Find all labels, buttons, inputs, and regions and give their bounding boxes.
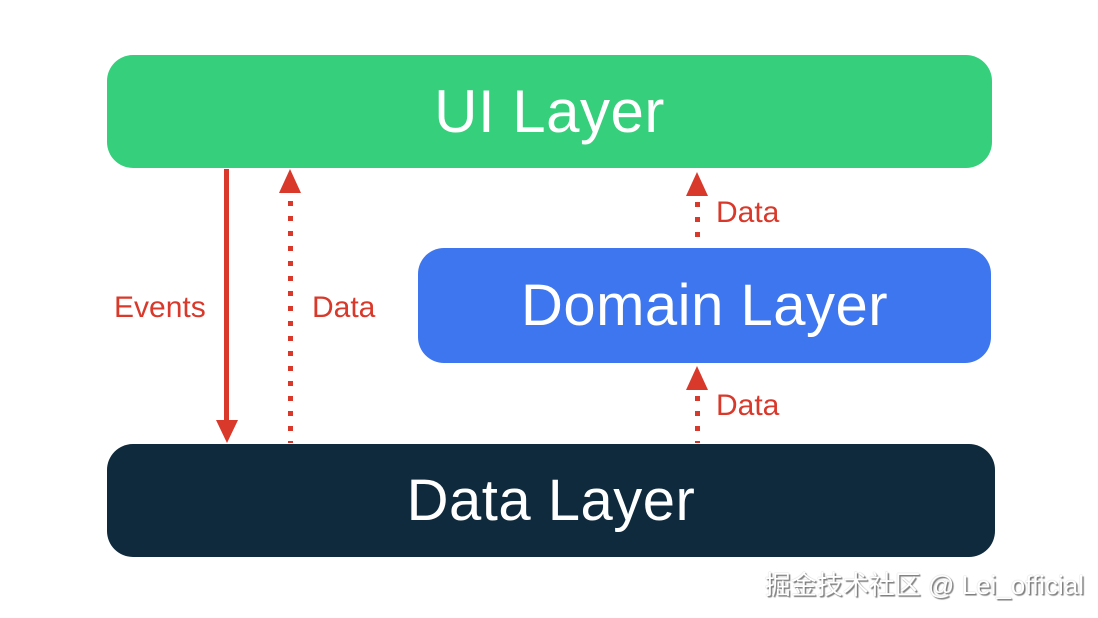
events-arrow-label: Events xyxy=(114,291,206,324)
events-arrow-line xyxy=(224,169,229,422)
arrowhead-up-icon xyxy=(279,169,301,193)
data-layer-box: Data Layer xyxy=(107,444,995,557)
data-arrow-line xyxy=(695,202,700,247)
domain-layer-box: Domain Layer xyxy=(418,248,991,363)
data-arrow-label: Data xyxy=(312,291,376,324)
arrowhead-up-icon xyxy=(686,172,708,196)
arrowhead-up-icon xyxy=(686,366,708,390)
data-arrow-label: Data xyxy=(716,389,780,422)
ui-layer-box: UI Layer xyxy=(107,55,992,168)
data-arrow-line xyxy=(695,396,700,443)
data-layer-label: Data Layer xyxy=(406,468,696,533)
ui-layer-label: UI Layer xyxy=(434,78,665,145)
domain-layer-label: Domain Layer xyxy=(520,273,889,338)
arrowhead-down-icon xyxy=(216,420,238,443)
data-arrow-line xyxy=(288,201,293,443)
watermark: 掘金技术社区 @ Lei_official xyxy=(764,570,1084,600)
data-arrow-label: Data xyxy=(716,196,780,229)
